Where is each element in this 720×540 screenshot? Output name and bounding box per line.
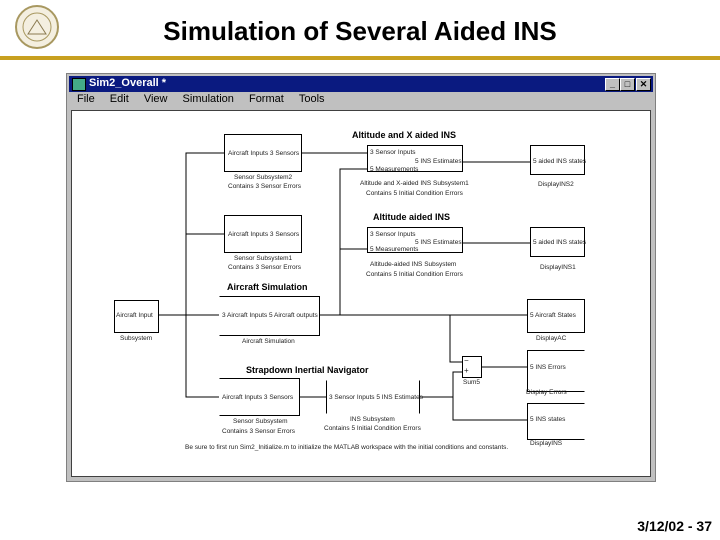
- display-errors-block[interactable]: [527, 350, 585, 392]
- port-label: Aircraft Input: [116, 312, 153, 319]
- block-name: DisplayINS: [530, 440, 563, 447]
- block-name: Altitude-aided INS Subsystem: [370, 261, 457, 268]
- aircraft-input-block[interactable]: [114, 300, 159, 333]
- port-label: Aircraft Inputs 3 Sensors: [228, 231, 300, 238]
- block-name: Sensor Subsystem2: [234, 174, 293, 181]
- block-note: Contains 5 Initial Condition Errors: [366, 190, 463, 197]
- block-note: Contains 3 Sensor Errors: [228, 183, 301, 190]
- slide-title: Simulation of Several Aided INS: [163, 16, 557, 46]
- block-name: Sum5: [463, 379, 480, 386]
- block-name: Aircraft Simulation: [242, 338, 295, 345]
- sensor-subsystem2-block[interactable]: [224, 134, 302, 172]
- block-name: DisplayINS2: [538, 181, 574, 188]
- port-label: 5 aided INS states: [533, 158, 587, 165]
- sum5-block[interactable]: [462, 356, 482, 378]
- port-label: 5 Measurements: [370, 246, 419, 253]
- menu-edit[interactable]: Edit: [109, 93, 129, 105]
- aircraft-simulation-block[interactable]: [219, 296, 320, 336]
- minus-sign: −: [464, 356, 469, 365]
- close-button[interactable]: ✕: [636, 78, 651, 91]
- port-label: 5 aided INS states: [533, 239, 587, 246]
- window-title: Sim2_Overall *: [89, 77, 167, 89]
- menu-file[interactable]: File: [77, 93, 95, 105]
- port-label: 3 Aircraft Inputs 5 Aircraft outputs: [222, 312, 318, 319]
- block-name: Sensor Subsystem1: [234, 255, 293, 262]
- block-note: Contains 3 Sensor Errors: [228, 264, 301, 271]
- group-title: Aircraft Simulation: [227, 282, 308, 292]
- ins-subsystem-block[interactable]: [326, 380, 420, 414]
- block-name: DisplayAC: [536, 335, 567, 342]
- sensor-subsystem1-block[interactable]: [224, 215, 302, 253]
- port-label: 5 Measurements: [370, 166, 419, 173]
- window-titlebar[interactable]: Sim2_Overall * _ □ ✕: [69, 76, 653, 92]
- display-ins2-block[interactable]: [530, 145, 585, 175]
- slide-footer: 3/12/02 - 37: [637, 518, 712, 534]
- display-ins-block[interactable]: [527, 403, 585, 440]
- port-label: 5 INS Estimates: [415, 239, 462, 246]
- simulink-window: Sim2_Overall * _ □ ✕ File Edit View Simu…: [66, 73, 656, 482]
- group-title: Altitude and X aided INS: [352, 130, 457, 140]
- block-name: Display Errors: [526, 389, 567, 396]
- block-name: Sensor Subsystem: [233, 418, 288, 425]
- maximize-button[interactable]: □: [620, 78, 635, 91]
- block-name: Subsystem: [120, 335, 153, 342]
- model-canvas[interactable]: [71, 110, 651, 477]
- app-icon: [72, 78, 86, 91]
- menu-format[interactable]: Format: [248, 93, 284, 105]
- menu-bar: File Edit View Simulation Format Tools: [69, 93, 653, 108]
- university-seal-logo: [15, 5, 59, 49]
- port-label: 3 Sensor Inputs 5 INS Estimates: [329, 394, 423, 401]
- port-label: 5 INS Errors: [530, 364, 566, 371]
- block-note: Contains 5 Initial Condition Errors: [324, 425, 421, 432]
- sensor-subsystem-block[interactable]: [219, 378, 300, 416]
- minimize-button[interactable]: _: [605, 78, 620, 91]
- port-label: Aircraft Inputs 3 Sensors: [228, 150, 300, 157]
- menu-view[interactable]: View: [143, 93, 168, 105]
- alt-x-ins-block[interactable]: [367, 145, 463, 172]
- port-label: 3 Sensor Inputs: [370, 231, 416, 238]
- plus-sign: +: [464, 366, 469, 375]
- display-ins1-block[interactable]: [530, 227, 585, 257]
- display-ac-block[interactable]: [527, 299, 585, 333]
- block-note: Contains 3 Sensor Errors: [222, 428, 295, 435]
- port-label: 3 Sensor Inputs: [370, 149, 416, 156]
- port-label: Aircraft Inputs 3 Sensors: [222, 394, 294, 401]
- menu-simulation[interactable]: Simulation: [182, 93, 234, 105]
- title-divider: [0, 56, 720, 60]
- group-title: Strapdown Inertial Navigator: [246, 365, 369, 375]
- group-title: Altitude aided INS: [373, 212, 451, 222]
- port-label: 5 Aircraft States: [530, 312, 576, 319]
- port-label: 5 INS Estimates: [415, 158, 462, 165]
- port-label: 5 INS states: [530, 416, 566, 423]
- annotation-note: Be sure to first run Sim2_Initialize.m t…: [185, 444, 509, 451]
- block-name: DisplayINS1: [540, 264, 576, 271]
- block-note: Contains 5 Initial Condition Errors: [366, 271, 463, 278]
- block-name: INS Subsystem: [350, 416, 395, 423]
- alt-ins-block[interactable]: [367, 227, 463, 253]
- block-name: Altitude and X-aided INS Subsystem1: [360, 180, 469, 187]
- menu-tools[interactable]: Tools: [298, 93, 325, 105]
